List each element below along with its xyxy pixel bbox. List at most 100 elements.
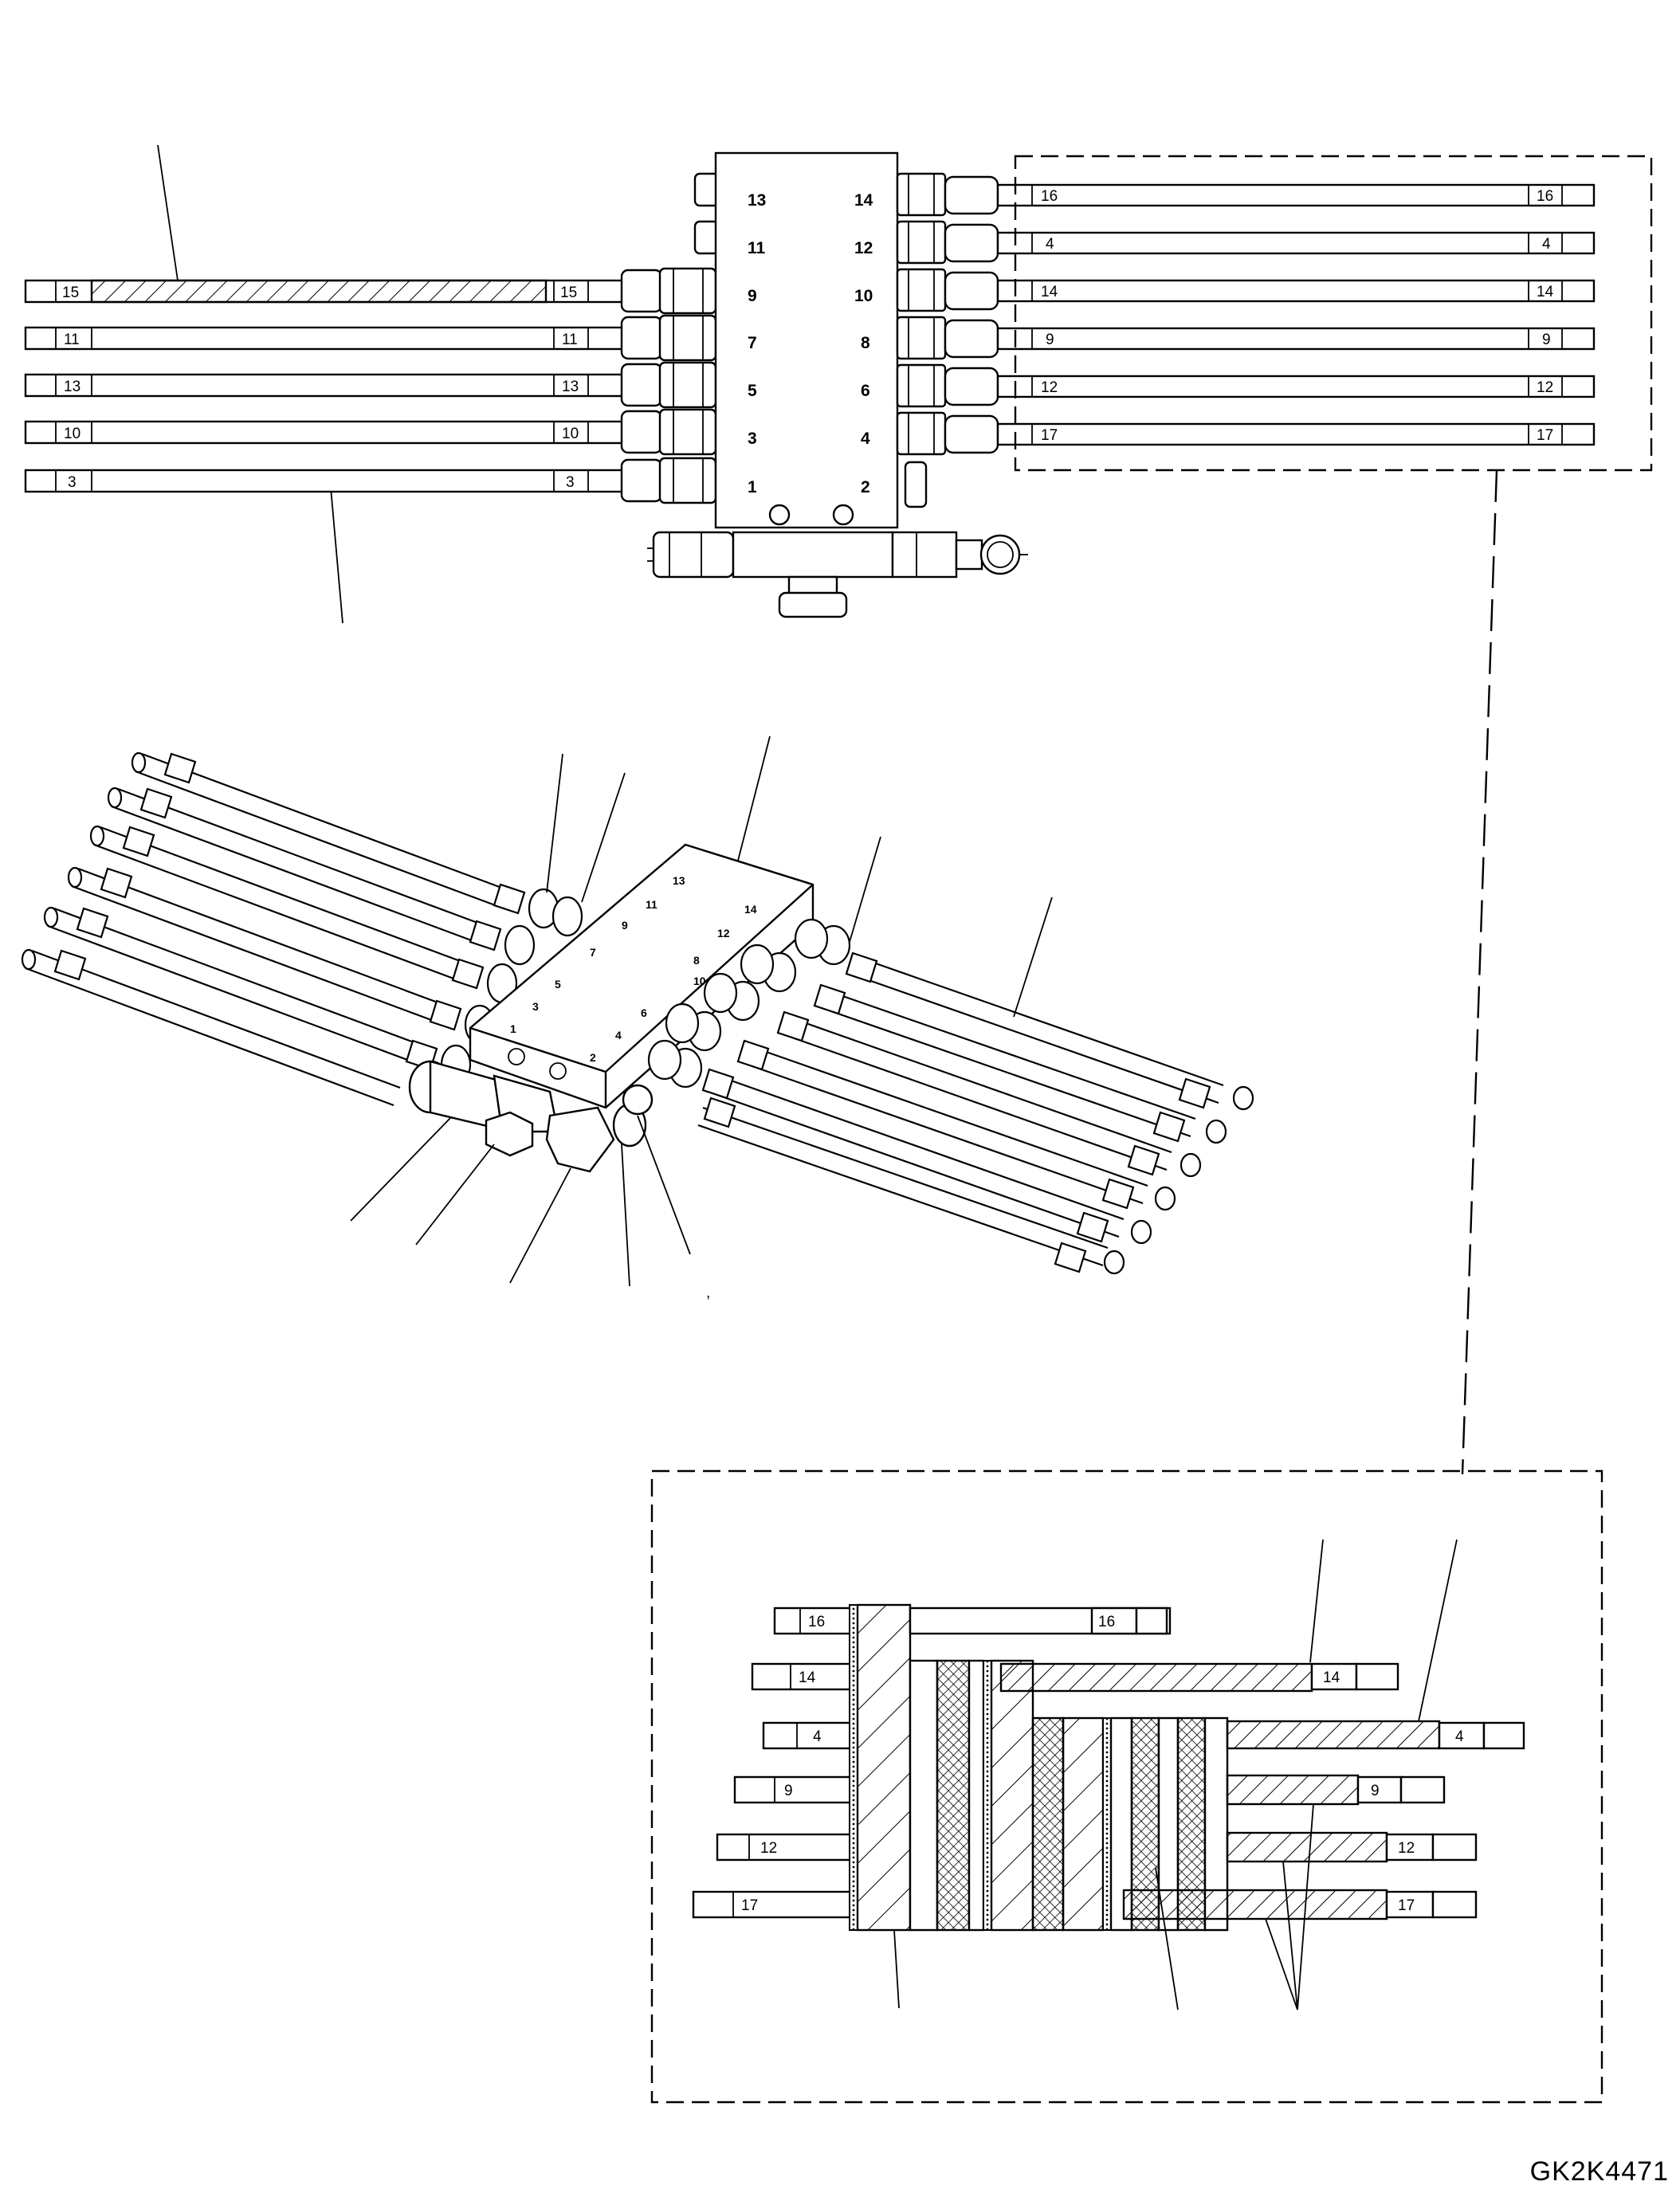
iso-distributor-block: 1 3 5 7 9 11 13 2 4 6 8 10 12 14 (469, 843, 814, 1109)
tube-label: 14 (799, 1669, 816, 1686)
detail-callout-leader (1461, 469, 1498, 1475)
tube-label: 16 (1098, 1614, 1115, 1630)
port-number: 7 (590, 946, 596, 959)
tube-label: 15 (560, 284, 577, 301)
tube-label: 9 (1542, 332, 1551, 348)
tube-label: 9 (1371, 1783, 1380, 1799)
port-number: 6 (861, 382, 870, 400)
port-number: 11 (748, 239, 766, 257)
tube-label: 3 (566, 474, 575, 491)
tube-label: 12 (1041, 379, 1058, 396)
port-number: 5 (748, 382, 757, 400)
tube-label: 17 (1398, 1897, 1415, 1914)
hex-fitting-icon (620, 408, 717, 456)
tube-line-11: 11 11 (24, 326, 649, 351)
tube-label: 9 (784, 1783, 793, 1799)
port-number: 13 (748, 191, 766, 210)
hex-fitting-icon (896, 268, 999, 312)
port-plug (904, 461, 928, 508)
tube-line-14: 14 14 (996, 279, 1596, 303)
tube-label: 17 (1537, 427, 1553, 444)
port-number: 13 (673, 874, 685, 887)
tube-label: 11 (562, 332, 578, 348)
hex-fitting-icon (896, 172, 999, 217)
tube-label: 13 (562, 379, 579, 395)
detail-right-tubes: 16 14 4 9 12 17 (909, 1607, 1525, 1920)
tube-line-12: 12 12 (996, 375, 1596, 398)
right-fittings (896, 172, 999, 508)
left-tube-lines: 15 15 11 11 13 13 (24, 279, 649, 493)
port-number: 4 (615, 1029, 622, 1042)
port-number: 2 (590, 1051, 596, 1064)
port-number: 4 (861, 430, 870, 448)
left-fittings (620, 172, 720, 504)
hex-fitting-icon (620, 267, 717, 315)
tube-label: 17 (1041, 427, 1058, 444)
isometric-view: 1 3 5 7 9 11 13 2 4 6 8 10 12 14 (21, 736, 1254, 1301)
port-number: 2 (861, 478, 870, 496)
hex-fitting-icon (896, 411, 999, 456)
tube-label: 16 (1041, 188, 1058, 205)
tube-label: 11 (64, 332, 80, 348)
tube-line-10: 10 10 (24, 420, 649, 445)
port-number: 8 (693, 954, 700, 967)
tube-label: 3 (68, 474, 77, 491)
detail-left-stubs: 16 14 4 9 12 17 (692, 1607, 853, 1919)
iso-inlet-manifold (408, 1060, 654, 1173)
tube-label: 14 (1041, 284, 1058, 300)
hex-fitting-icon (896, 363, 999, 408)
drawing-code: GK2K4471 (1529, 2156, 1669, 2187)
port-number: 9 (622, 919, 628, 932)
tube-line-16: 16 16 (996, 183, 1596, 207)
tube-label: 4 (1542, 236, 1551, 253)
port-number: 11 (646, 898, 657, 911)
top-view: 15 15 11 11 13 13 (24, 144, 1653, 1475)
hex-fitting-icon (896, 316, 999, 360)
port-number: 1 (748, 478, 757, 496)
tube-label: 12 (760, 1840, 777, 1857)
iso-right-tubes (647, 918, 1254, 1275)
detail-frame (650, 1469, 1603, 2104)
iso-leaders (350, 736, 1053, 1287)
port-number: 8 (861, 334, 870, 352)
port-number: 1 (510, 1022, 516, 1035)
hex-fitting-icon (620, 457, 717, 504)
tube-label: 9 (1046, 332, 1054, 348)
detail-layered-body (849, 1603, 1229, 1932)
detail-leaders (893, 1539, 1458, 2011)
tube-label: 4 (813, 1728, 822, 1745)
port-number: 6 (641, 1006, 647, 1019)
tube-label: 4 (1455, 1728, 1464, 1745)
port-number: 3 (748, 430, 757, 448)
port-number: 7 (748, 334, 757, 352)
port-number: 9 (748, 287, 757, 305)
grease-nipple-icon (622, 1084, 654, 1116)
tube-label: 16 (808, 1614, 825, 1630)
leader-line (157, 144, 179, 281)
port-number: 14 (744, 903, 757, 916)
detail-callout-box (1014, 155, 1653, 472)
tube-line-17: 17 17 (996, 422, 1596, 446)
tube-label: 14 (1537, 284, 1554, 300)
port-number: 3 (532, 1000, 539, 1013)
tube-line-4: 4 4 (996, 231, 1596, 255)
right-tube-lines: 16 16 4 4 14 14 (996, 183, 1596, 446)
detail-view: 16 14 4 9 12 17 (650, 1469, 1603, 2104)
tube-label: 12 (1398, 1840, 1415, 1857)
stray-mark: , (706, 1285, 710, 1301)
hex-fitting-icon (896, 220, 999, 265)
port-number: 10 (854, 287, 873, 305)
tube-label: 15 (62, 284, 79, 301)
hex-fitting-icon (620, 314, 717, 362)
port-number: 10 (693, 975, 706, 987)
tube-label: 10 (64, 426, 80, 442)
tube-label: 10 (562, 426, 579, 442)
tube-label: 16 (1537, 188, 1553, 205)
port-number: 12 (717, 927, 730, 940)
inlet-manifold (647, 531, 1028, 618)
port-number: 5 (555, 978, 561, 991)
port-number: 14 (854, 191, 873, 210)
tube-label: 12 (1537, 379, 1553, 396)
tube-line-13: 13 13 (24, 373, 649, 398)
tube-label: 14 (1323, 1669, 1340, 1686)
